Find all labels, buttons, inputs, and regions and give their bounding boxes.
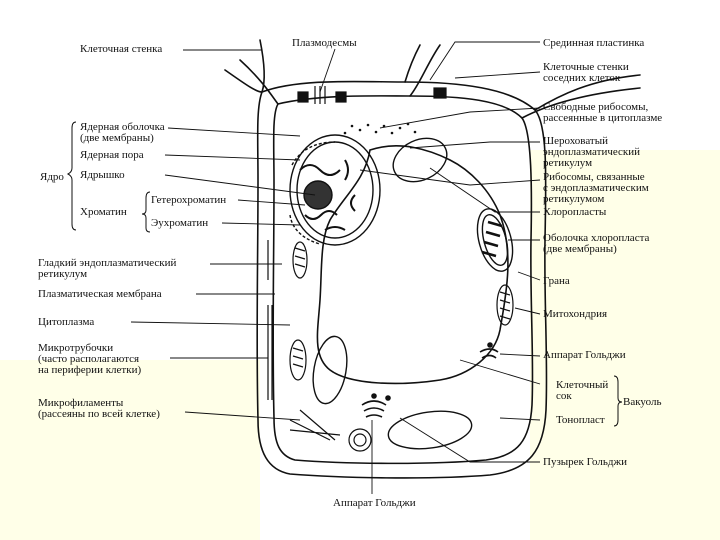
neighbor-wall-right <box>521 74 641 119</box>
nucleus-bracket <box>66 121 77 231</box>
background-band-left <box>0 360 260 540</box>
label-grana: Грана <box>543 275 570 287</box>
microtubules-group <box>267 240 341 441</box>
label-vacuole: Вакуоль <box>623 396 662 408</box>
label-heterochromatin: Гетерохроматин <box>151 194 227 206</box>
chromatin-bracket <box>141 191 151 233</box>
label-nucleus: Ядро <box>40 171 64 183</box>
label-smooth-er: Гладкий эндоплазматический ретикулум <box>38 257 177 280</box>
label-nucleolus: Ядрышко <box>80 169 125 181</box>
vacuole-tonoplast <box>316 145 509 385</box>
label-middle-lamella: Срединная пластинка <box>543 37 645 49</box>
label-chloroplast-envelope: Оболочка хлоропласта (две мембраны) <box>543 232 650 255</box>
label-golgi-right: Аппарат Гольджи <box>543 349 626 361</box>
brackets <box>66 121 623 427</box>
label-mitochondrion: Митохондрия <box>543 308 608 320</box>
label-nuclear-envelope: Ядерная оболочка (две мембраны) <box>80 121 165 144</box>
label-chromatin: Хроматин <box>80 206 127 218</box>
cell-wall-inner <box>272 95 534 465</box>
label-golgi-vesicle: Пузырек Гольджи <box>543 456 627 468</box>
label-plasma-membrane: Плазматическая мембрана <box>38 288 162 300</box>
neighbor-wall-upper-left <box>259 39 265 93</box>
label-cell-wall: Клеточная стенка <box>80 43 163 55</box>
label-bound-ribosomes: Рибосомы, связанные с эндоплазматическим… <box>543 171 649 205</box>
vacuole-bracket <box>613 375 623 427</box>
chloroplasts-group <box>312 137 514 450</box>
nucleus-group <box>289 134 381 246</box>
label-chloroplasts: Хлоропласты <box>543 206 607 218</box>
label-free-ribosomes: Свободные рибосомы, рассеянные в цитопла… <box>543 101 663 124</box>
neighbor-wall-left <box>224 59 279 105</box>
label-euchromatin: Эухроматин <box>151 217 209 229</box>
label-nuclear-pore: Ядерная пора <box>80 149 144 161</box>
label-tonoplast: Тонопласт <box>556 414 605 426</box>
label-cytoplasm: Цитоплазма <box>38 316 95 328</box>
golgi-group <box>361 342 499 418</box>
background-band-right <box>530 150 720 540</box>
label-rough-er: Шероховатый эндоплазматический ретикулум <box>543 135 641 169</box>
plasmodesmata-group <box>297 86 447 104</box>
cell-wall-outer <box>256 80 548 479</box>
ribosomes-group <box>343 122 417 135</box>
label-microtubules: Микротрубочки (часто располагаются на пе… <box>38 342 142 376</box>
label-neighbor-walls: Клеточные стенки соседних клеток <box>543 61 629 84</box>
label-plasmodesmata: Плазмодесмы <box>292 37 357 49</box>
label-cell-sap: Клеточный сок <box>556 379 609 402</box>
label-golgi-bottom: Аппарат Гольджи <box>333 497 416 509</box>
mitochondria-group <box>289 241 514 452</box>
label-microfilaments: Микрофиламенты (рассеяны по всей клетке) <box>38 397 160 420</box>
neighbor-wall-top <box>404 44 441 97</box>
leader-lines <box>130 41 541 494</box>
